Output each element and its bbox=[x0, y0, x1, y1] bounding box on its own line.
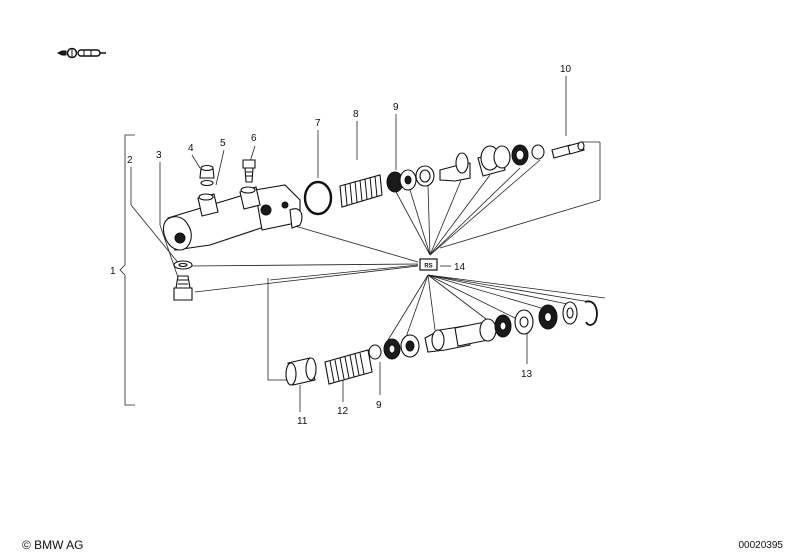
copyright-notice: © BMW AG bbox=[22, 538, 84, 552]
master-cylinder-body bbox=[162, 184, 303, 251]
o-ring bbox=[303, 180, 333, 216]
callout-11: 11 bbox=[297, 416, 308, 427]
push-rod bbox=[551, 141, 585, 159]
callout-9-upper: 9 bbox=[393, 102, 399, 113]
callout-10: 10 bbox=[560, 64, 572, 75]
callout-7: 7 bbox=[315, 118, 321, 129]
callout-6: 6 bbox=[251, 133, 257, 144]
cap-nut bbox=[199, 164, 215, 187]
seal-kit bbox=[494, 300, 598, 338]
callout-14: 14 bbox=[454, 262, 466, 273]
vehicle-symbol-icon bbox=[56, 47, 106, 59]
document-number: 00020395 bbox=[738, 540, 784, 551]
callout-3: 3 bbox=[156, 150, 162, 161]
callout-2: 2 bbox=[127, 155, 133, 166]
leader-lines bbox=[130, 76, 606, 412]
callout-labels: 1 2 3 4 5 6 7 8 9 10 11 12 9 13 14 bbox=[110, 64, 572, 427]
compression-spring-lower bbox=[324, 349, 373, 385]
callout-13: 13 bbox=[521, 369, 533, 380]
primary-cup-lower bbox=[368, 334, 420, 360]
group-bracket bbox=[119, 134, 135, 406]
callout-9-lower: 9 bbox=[376, 400, 382, 411]
repair-set-badge: RS bbox=[419, 258, 438, 271]
lower-assembly-bracket bbox=[267, 278, 290, 381]
hollow-bolt bbox=[242, 159, 256, 183]
repair-set-label: RS bbox=[424, 264, 432, 270]
callout-8: 8 bbox=[353, 109, 359, 120]
callout-1: 1 bbox=[110, 266, 116, 277]
compression-spring-upper bbox=[339, 174, 383, 208]
piston-upper bbox=[439, 144, 545, 182]
piston-lower bbox=[424, 318, 497, 353]
guide-sleeve bbox=[285, 357, 317, 386]
primary-cup-upper bbox=[386, 165, 435, 193]
callout-5: 5 bbox=[220, 138, 226, 149]
bleed-screw bbox=[173, 275, 193, 301]
callout-12: 12 bbox=[337, 406, 349, 417]
callout-4: 4 bbox=[188, 143, 194, 154]
